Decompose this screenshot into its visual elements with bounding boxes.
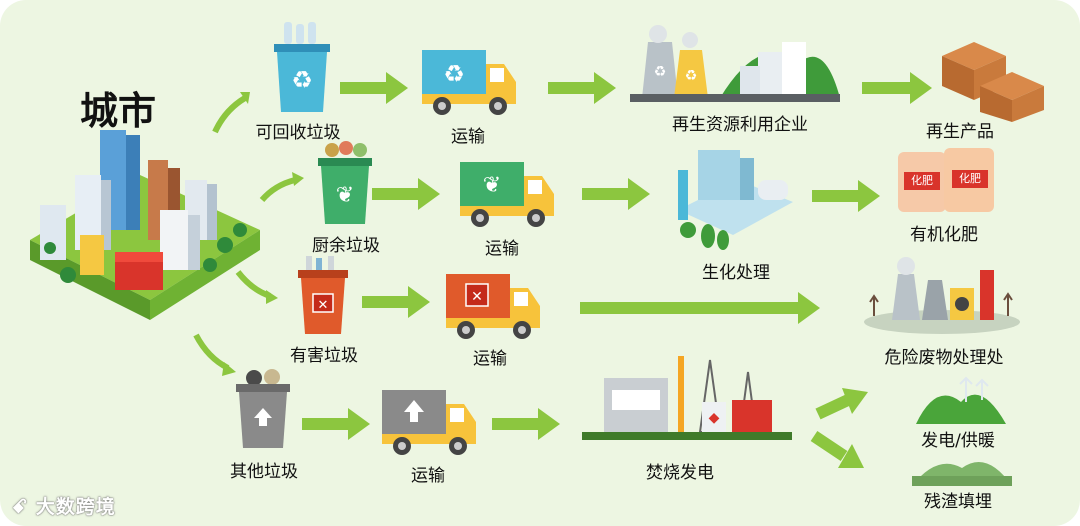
recyclable-truck-label: 运输	[451, 127, 485, 147]
hazardous-bin-icon: ✕	[298, 256, 348, 334]
svg-text:❦: ❦	[483, 173, 501, 198]
recyclable-product-label: 再生产品	[926, 122, 994, 142]
other-truck-icon	[382, 390, 476, 455]
svg-text:♻: ♻	[685, 68, 698, 84]
fertilizer-tag-1: 化肥	[904, 172, 940, 190]
svg-text:♻: ♻	[291, 66, 313, 94]
svg-text:◆: ◆	[709, 410, 720, 426]
other-facility-label: 焚烧发电	[646, 463, 714, 483]
fertilizer-bags-icon: 化肥 化肥	[898, 148, 998, 216]
city-title: 城市	[80, 89, 157, 133]
watermark-text: 大数跨境	[35, 496, 116, 518]
other-bin-label: 其他垃圾	[230, 462, 298, 482]
svg-text:✕: ✕	[318, 298, 329, 313]
biochemical-plant-icon	[678, 150, 793, 250]
fertilizer-tag-2: 化肥	[952, 170, 988, 188]
other-bin-icon	[236, 369, 290, 448]
hazardous-truck-icon: ✕	[446, 274, 540, 339]
landfill-hill-icon	[912, 462, 1012, 486]
svg-text:❦: ❦	[336, 183, 354, 208]
hazardous-truck-label: 运输	[473, 349, 507, 369]
hazardous-bin-label: 有害垃圾	[290, 346, 358, 366]
svg-text:♻: ♻	[654, 64, 667, 80]
kitchen-product-label: 有机化肥	[910, 225, 978, 245]
kitchen-facility-label: 生化处理	[702, 263, 770, 283]
kitchen-bin-icon: ❦	[318, 141, 372, 224]
power-heating-hill-icon	[916, 376, 1006, 424]
incineration-plant-icon: ◆	[582, 356, 792, 440]
recycled-product-boxes-icon	[942, 42, 1044, 122]
recyclable-bin-icon: ♻	[274, 22, 330, 112]
landfill-label: 残渣填埋	[924, 492, 992, 512]
city-illustration	[30, 130, 260, 320]
recyclable-truck-icon: ♻	[422, 50, 516, 115]
kitchen-truck-label: 运输	[485, 239, 519, 259]
watermark-logo-icon: ꗃ	[12, 496, 36, 518]
svg-text:✕: ✕	[471, 289, 483, 305]
kitchen-truck-icon: ❦	[460, 162, 554, 227]
recyclable-bin-label: 可回收垃圾	[255, 123, 341, 143]
watermark: ꗃ 大数跨境	[12, 492, 116, 519]
kitchen-bin-label: 厨余垃圾	[312, 236, 380, 256]
svg-text:♻: ♻	[443, 60, 465, 88]
other-truck-label: 运输	[411, 466, 445, 486]
hazardous-facility-icon	[864, 257, 1020, 334]
hazardous-facility-label: 危险废物处理处	[884, 348, 1004, 368]
recycling-enterprise-icon: ♻ ♻	[630, 25, 840, 102]
power-heating-label: 发电/供暖	[921, 431, 995, 451]
recyclable-facility-label: 再生资源利用企业	[672, 115, 808, 135]
